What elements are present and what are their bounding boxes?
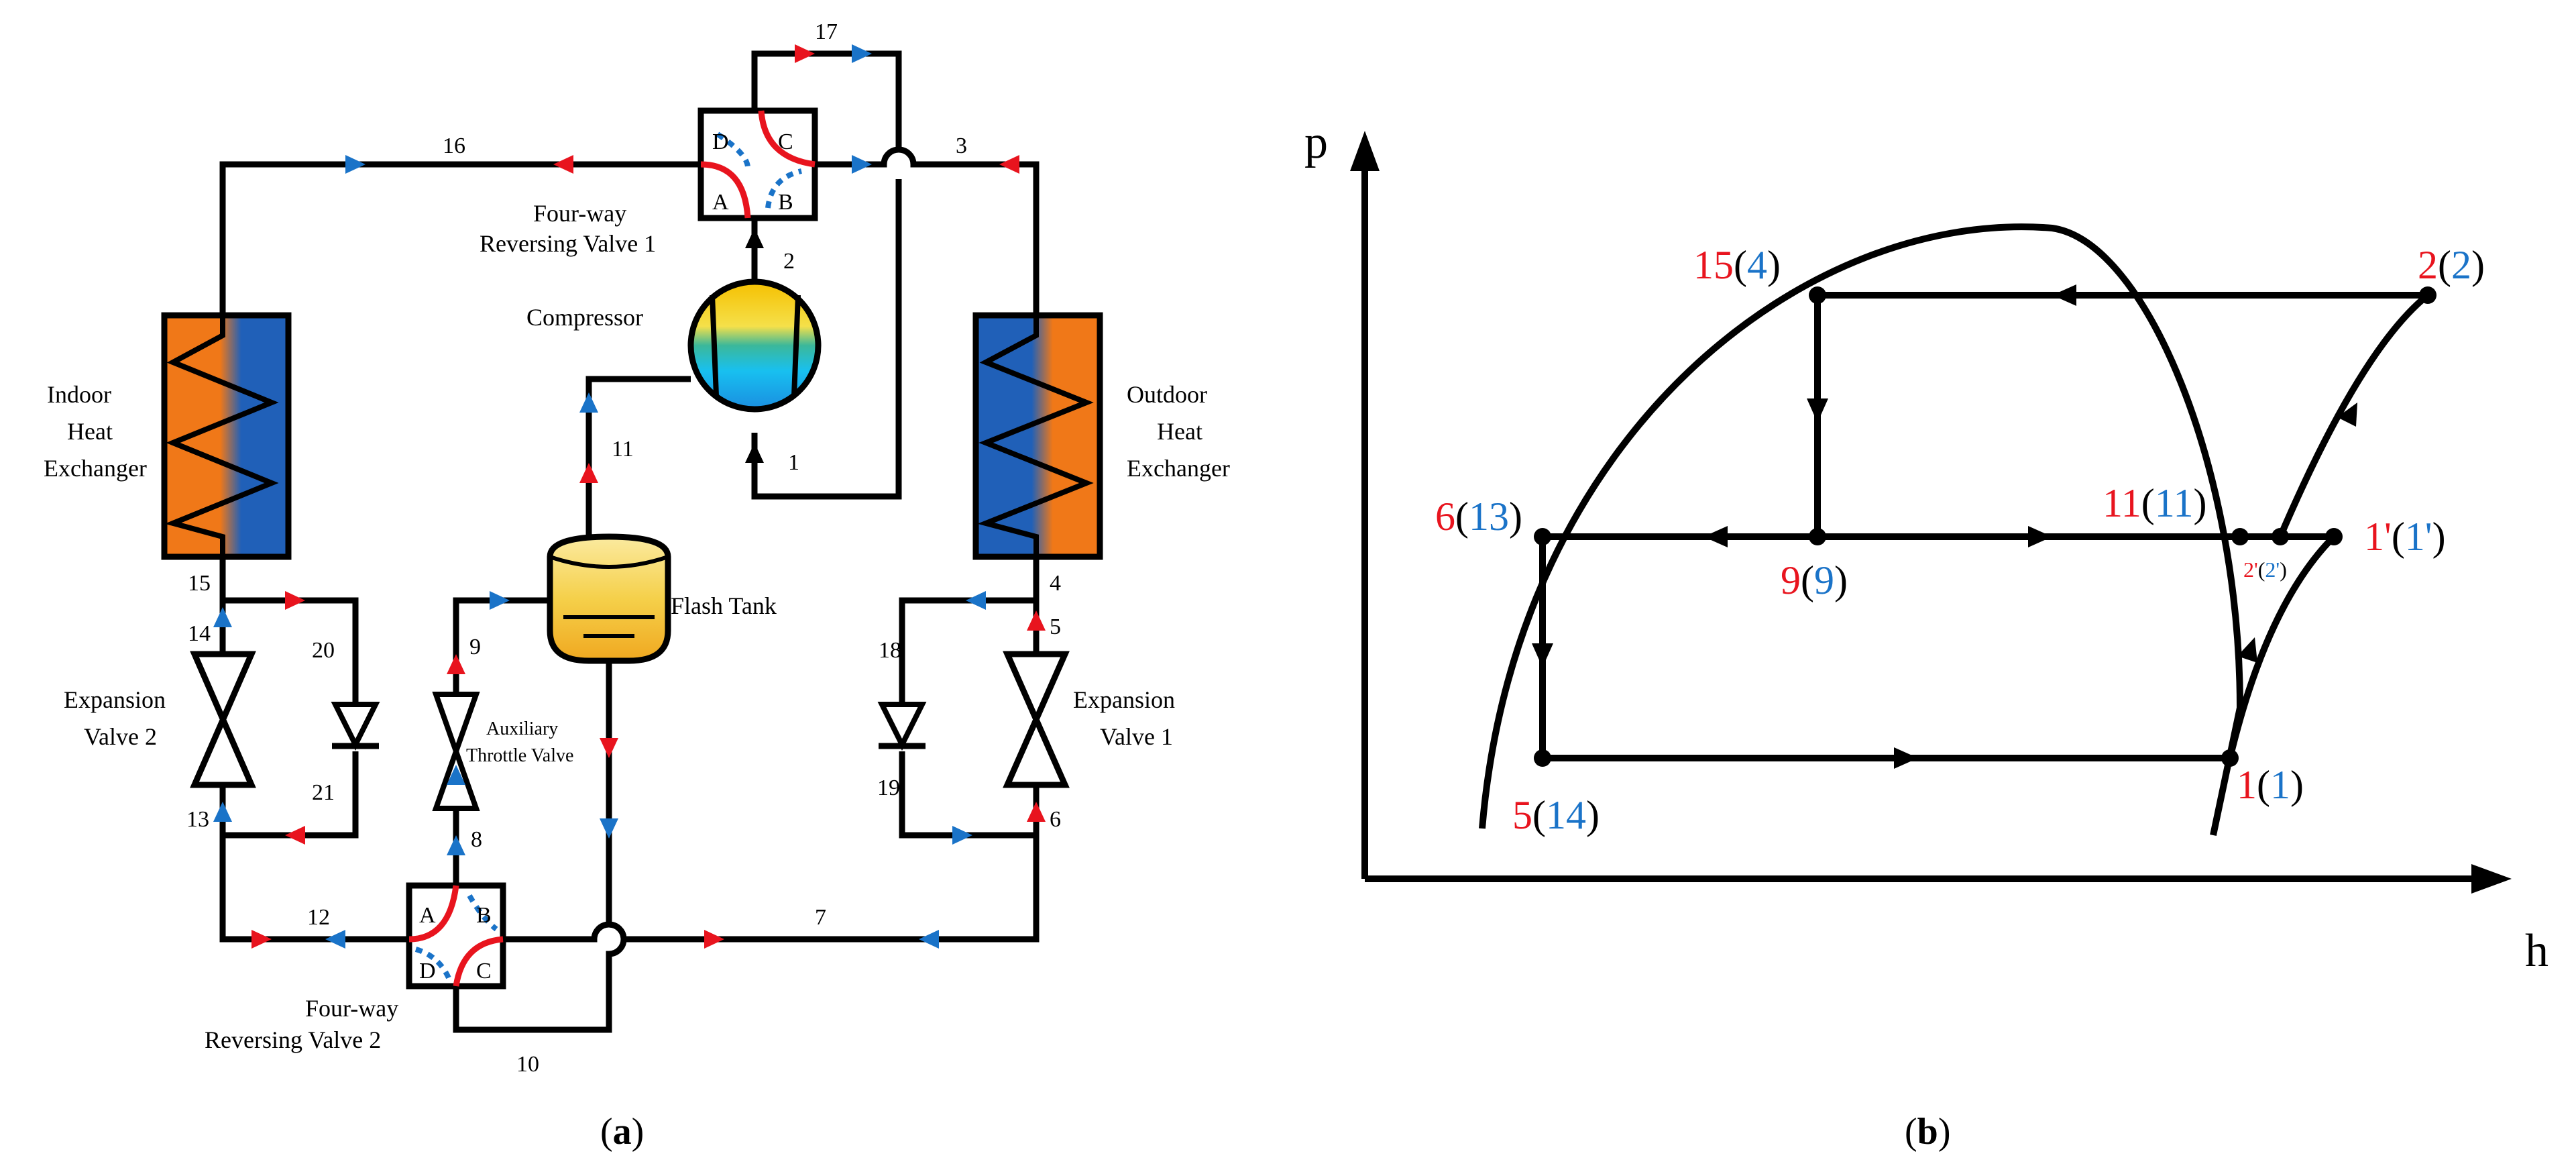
- state-number: 2: [783, 249, 795, 274]
- point-label-1-1: 1(1): [2237, 763, 2304, 807]
- port-label: B: [476, 903, 492, 928]
- pipe-tank-liquid: [453, 657, 627, 1033]
- outdoor-label: Exchanger: [1127, 455, 1230, 482]
- pipe-1-suction: [751, 179, 902, 500]
- indoor-label: Exchanger: [44, 455, 147, 482]
- compression-1-1p: [2227, 534, 2337, 759]
- state-number: 19: [877, 776, 900, 800]
- flash-tank-label: Flash Tank: [671, 592, 777, 619]
- axis-label-p: p: [1304, 117, 1328, 168]
- state-number: 14: [188, 621, 211, 646]
- point-label-2p-2p: 2'(2'): [2243, 557, 2287, 582]
- four-way-reversing-valve-2-icon: [406, 882, 506, 990]
- port-label: B: [778, 190, 793, 215]
- fwv1-label: Reversing Valve 1: [480, 230, 656, 257]
- cycle-arrows: [1532, 284, 2357, 769]
- point-label-5-14: 5(14): [1512, 793, 1600, 837]
- pipe-6-7: [503, 785, 1040, 943]
- state-number: 5: [1050, 615, 1061, 639]
- port-label: A: [712, 190, 729, 215]
- fwv2-label: Reversing Valve 2: [205, 1026, 381, 1053]
- pipe-20-bypass: [223, 597, 359, 704]
- point-label-15-4: 15(4): [1693, 243, 1781, 287]
- compressor-icon: [687, 278, 822, 413]
- state-number: 13: [186, 807, 209, 832]
- fwv2-label: Four-way: [305, 995, 398, 1022]
- point-labels: 15(4) 2(2) 6(13) 9(9) 11(11) 1'(1') 5(14…: [1435, 243, 2485, 837]
- port-label: A: [419, 903, 436, 928]
- flash-tank-icon: [547, 533, 671, 664]
- ev2-label: Valve 2: [84, 723, 157, 750]
- port-label: C: [778, 129, 793, 154]
- state-number: 15: [188, 571, 211, 596]
- state-number: 6: [1050, 807, 1061, 832]
- compression-2p-2: [2277, 292, 2430, 538]
- diagram-a-labels: D C A B A B D C Four-way Reversing Valve…: [44, 19, 1230, 1153]
- outdoor-heat-exchanger-icon: [972, 312, 1103, 560]
- auxiliary-throttle-valve-icon: [432, 692, 480, 811]
- fwv1-label: Four-way: [533, 200, 626, 227]
- aux-valve-label: Throttle Valve: [466, 745, 573, 766]
- pipe-19-bypass: [899, 751, 1036, 839]
- point-label-9-9: 9(9): [1781, 558, 1848, 602]
- check-valve-18-19-icon: [877, 702, 927, 751]
- caption-b: (b): [1905, 1111, 1950, 1153]
- four-way-reversing-valve-1-icon: [697, 107, 818, 221]
- state-number: 21: [312, 780, 335, 805]
- compressor-label: Compressor: [526, 304, 643, 331]
- state-number: 17: [815, 19, 838, 44]
- pipe-11: [585, 376, 691, 537]
- pressure-enthalpy-diagram: p h 15(4) 2(2) 6(13) 9(9) 11(11) 1'(1') …: [1304, 117, 2549, 1153]
- indoor-label: Heat: [67, 418, 113, 445]
- flow-arrows: [213, 44, 1046, 949]
- state-points: [1534, 286, 2437, 767]
- ev1-label: Expansion: [1073, 686, 1175, 713]
- expansion-valve-2-icon: [190, 651, 256, 788]
- point-label-2-2: 2(2): [2418, 243, 2485, 287]
- state-number: 7: [815, 905, 826, 930]
- port-label: D: [419, 959, 436, 983]
- state-number: 12: [307, 905, 330, 930]
- check-valve-20-21-icon: [331, 702, 380, 751]
- state-number: 10: [516, 1052, 539, 1077]
- pipe-18-bypass: [899, 597, 1036, 704]
- pipe-17: [751, 50, 902, 150]
- outdoor-label: Outdoor: [1127, 381, 1207, 408]
- point-label-1p-1p: 1'(1'): [2364, 515, 2446, 559]
- pipe-21-bypass: [223, 751, 359, 839]
- state-number: 4: [1050, 571, 1061, 596]
- state-number: 11: [612, 437, 634, 462]
- state-number: 9: [469, 635, 481, 659]
- pipe-3: [815, 146, 1040, 315]
- state-number: 16: [443, 134, 465, 158]
- state-number: 18: [879, 638, 901, 663]
- pipe-16: [219, 161, 701, 315]
- indoor-heat-exchanger-icon: [161, 312, 292, 560]
- caption-a: (a): [600, 1111, 644, 1153]
- ev1-label: Valve 1: [1100, 723, 1173, 750]
- saturation-dome: [1479, 223, 2244, 837]
- axis-arrowheads: [1350, 131, 2512, 894]
- axis-label-h: h: [2525, 925, 2549, 977]
- state-number: 3: [956, 134, 967, 158]
- state-number: 8: [471, 827, 482, 852]
- system-schematic: [161, 44, 1103, 1033]
- port-label: D: [712, 129, 729, 154]
- expansion-valve-1-icon: [1003, 651, 1070, 788]
- point-label-11-11: 11(11): [2103, 481, 2207, 525]
- point-label-6-13: 6(13): [1435, 494, 1522, 539]
- aux-valve-label: Auxiliary: [486, 718, 558, 739]
- port-label: C: [476, 959, 492, 983]
- state-number: 1: [788, 450, 799, 475]
- ev2-label: Expansion: [64, 686, 166, 713]
- outdoor-label: Heat: [1157, 418, 1202, 445]
- indoor-label: Indoor: [47, 381, 111, 408]
- state-number: 20: [312, 638, 335, 663]
